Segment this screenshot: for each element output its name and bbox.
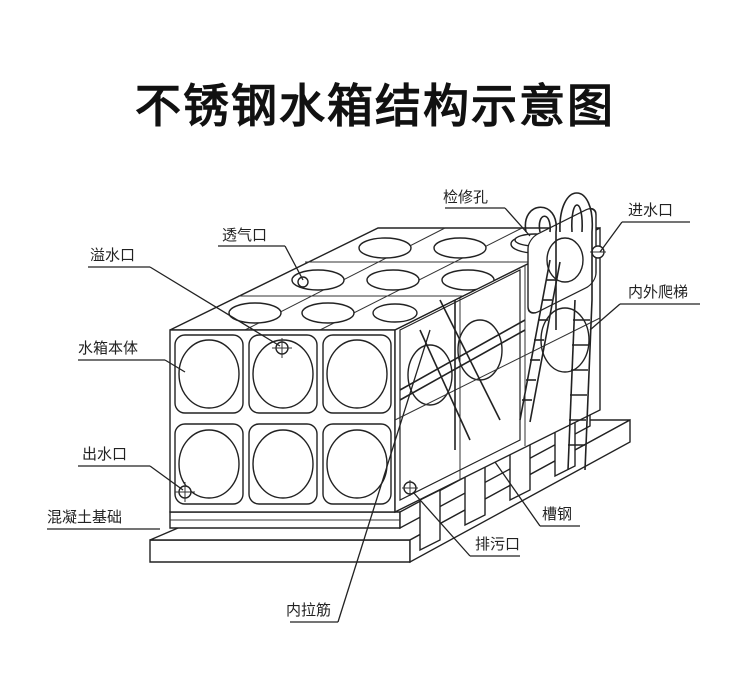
label-overflow: 溢水口 (90, 246, 135, 264)
label-drain: 排污口 (475, 535, 520, 553)
tank-side-face (394, 207, 606, 514)
label-water-outlet: 出水口 (82, 445, 127, 463)
label-internal-tie-bars: 内拉筋 (286, 601, 331, 619)
ladders (519, 192, 593, 471)
label-concrete-foundation: 混凝土基础 (47, 508, 122, 526)
diagram-title: 不锈钢水箱结构示意图 (135, 79, 615, 133)
tank-top (169, 227, 601, 331)
label-vent: 透气口 (222, 226, 267, 244)
labels: 检修孔 进水口 透气口 溢水口 内外爬梯 水箱本体 出水口 混凝土基础 槽钢 排… (47, 188, 688, 619)
label-inspection-hole: 检修孔 (443, 188, 488, 206)
label-channel-steel: 槽钢 (542, 505, 572, 523)
tank-front-face (169, 329, 396, 513)
label-tank-body: 水箱本体 (78, 339, 138, 357)
label-ladders: 内外爬梯 (628, 283, 688, 301)
label-water-inlet: 进水口 (628, 201, 673, 219)
leader-lines (47, 207, 700, 623)
internal-tie-bars (399, 299, 526, 450)
